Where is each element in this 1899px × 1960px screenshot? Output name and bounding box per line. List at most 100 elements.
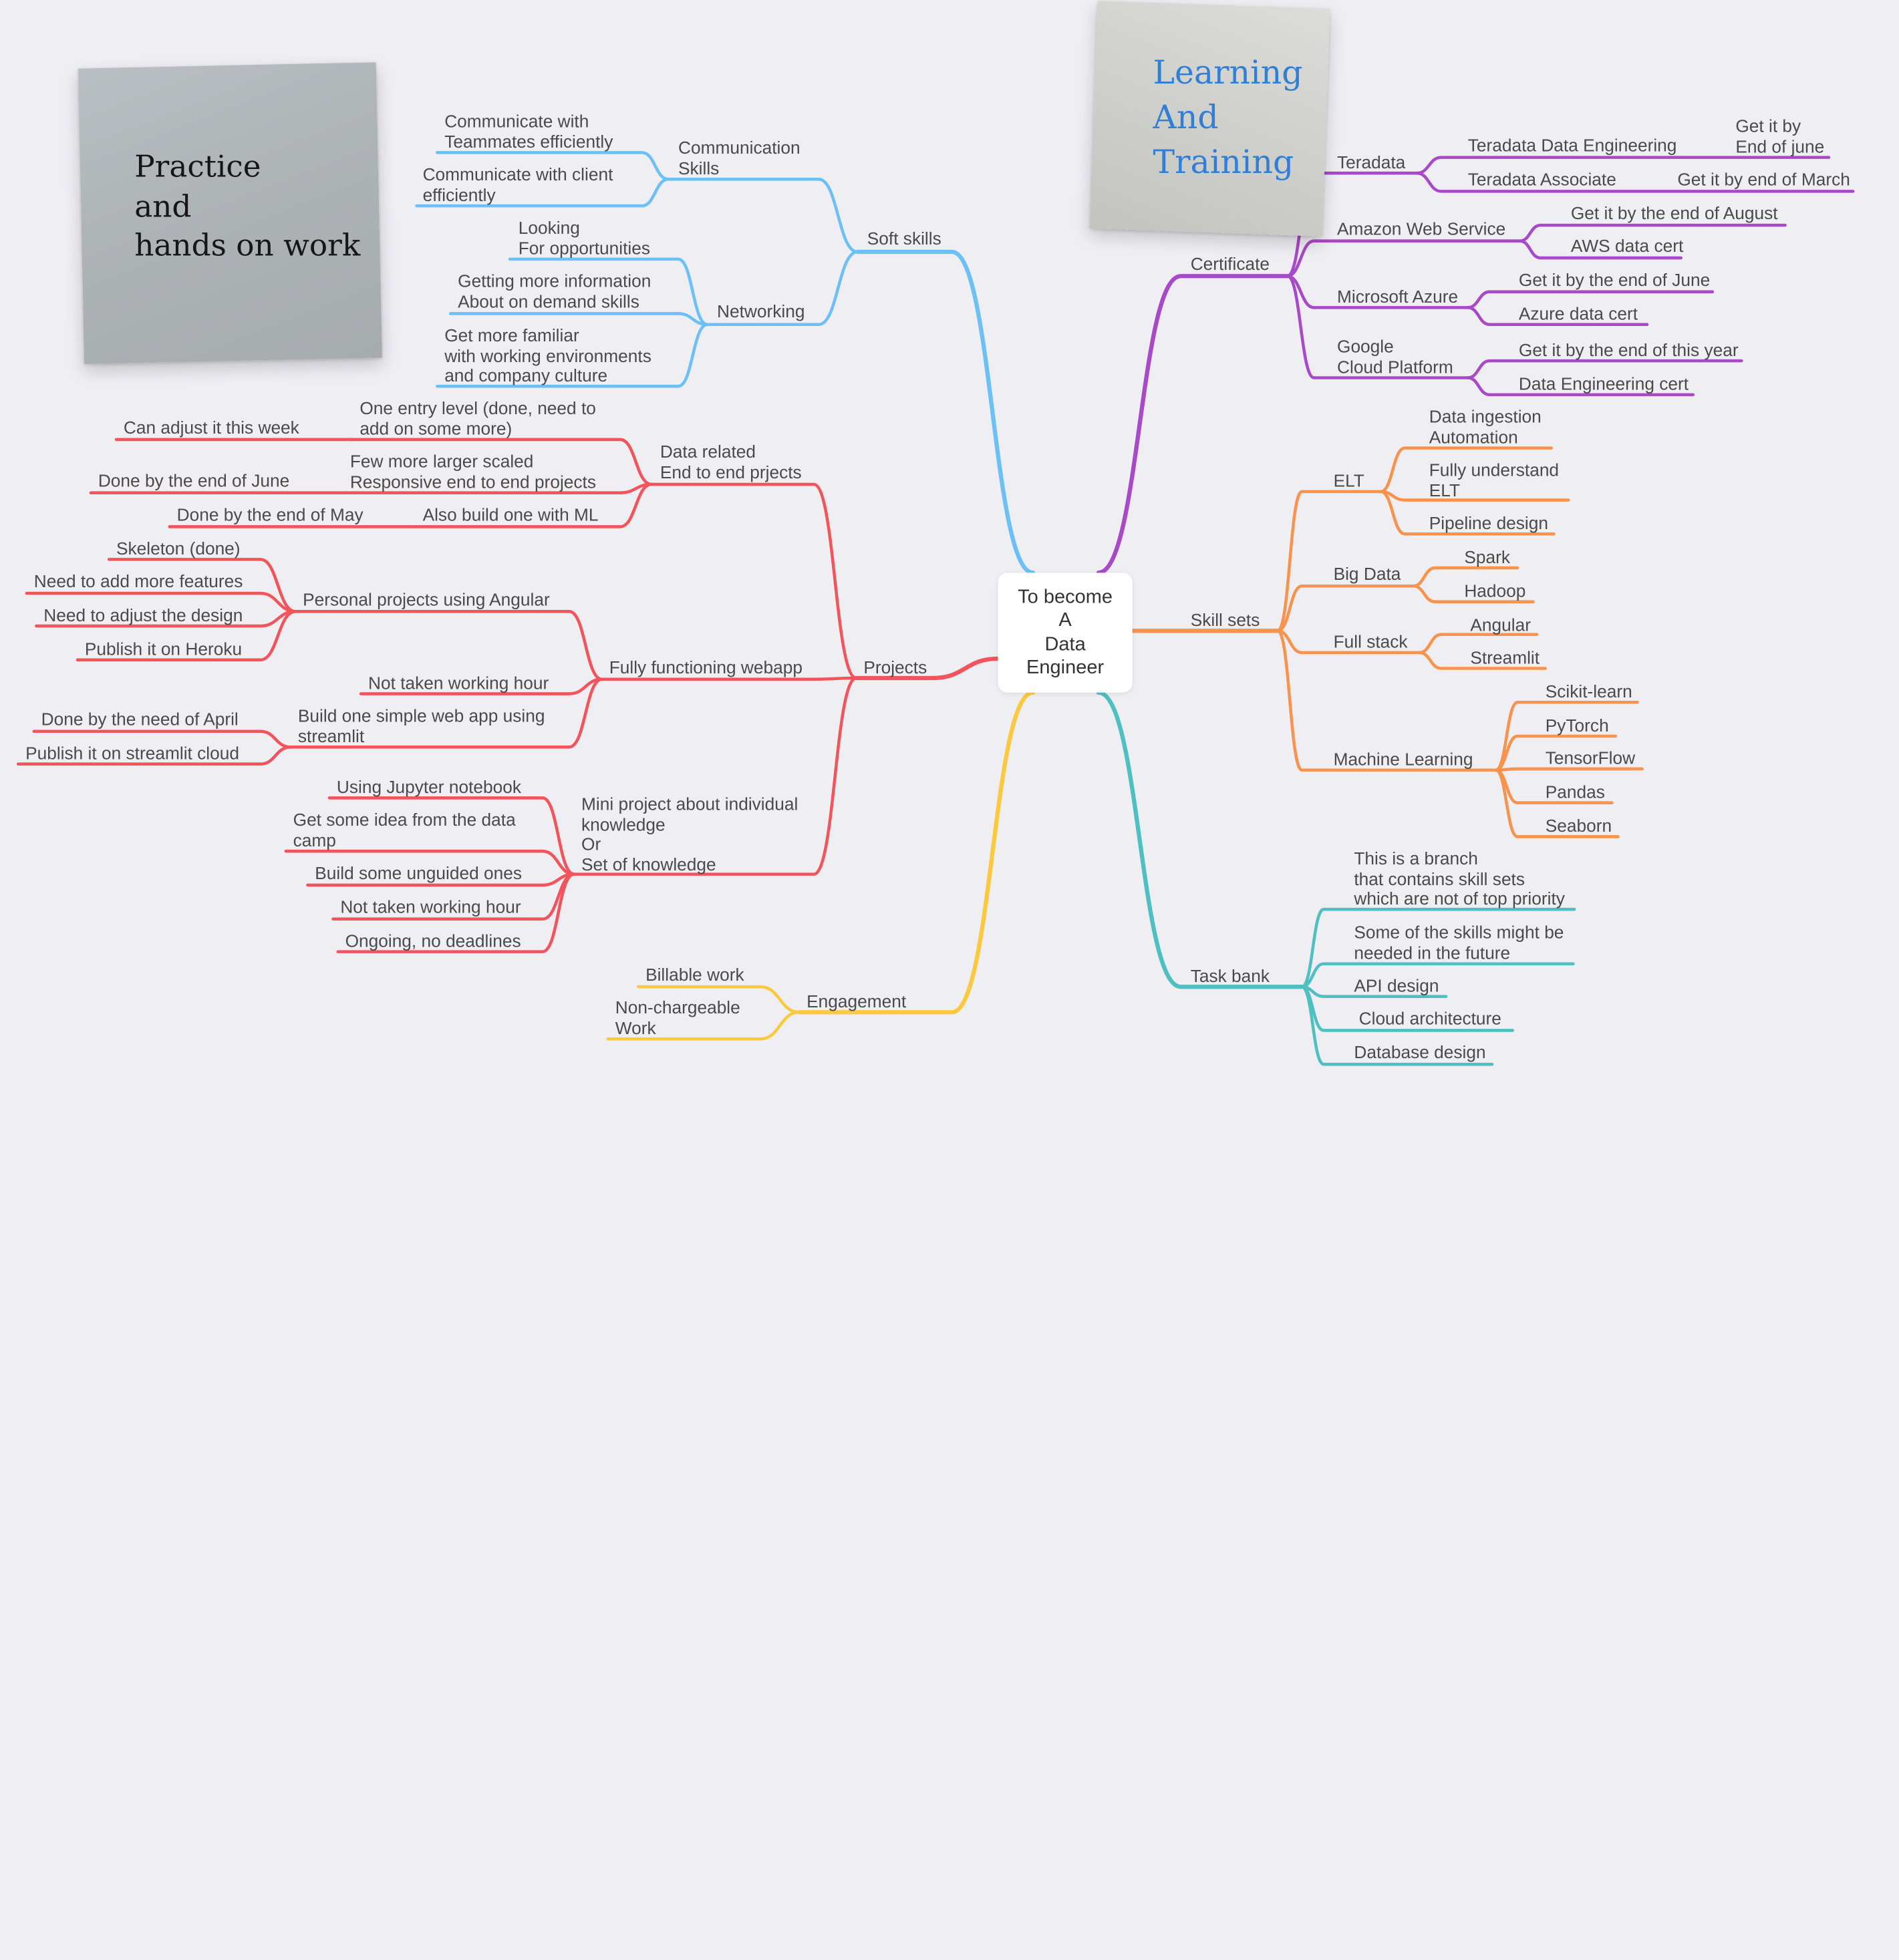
node-using-jupyter[interactable]: Using Jupyter notebook — [336, 778, 521, 798]
connector-25 — [16, 746, 293, 766]
connector-66 — [1096, 690, 1304, 989]
node-get-it-by-end-of-march[interactable]: Get it by end of March — [1677, 170, 1850, 190]
node-gcp-end-of-year[interactable]: Get it by the end of this year — [1518, 341, 1739, 361]
node-branch-not-top-priority[interactable]: This is a branch that contains skill set… — [1354, 850, 1565, 910]
connector-34 — [606, 1010, 801, 1041]
node-publish-streamlit-cloud[interactable]: Publish it on streamlit cloud — [25, 744, 239, 764]
root-node[interactable]: To become A Data Engineer — [998, 573, 1133, 693]
node-personal-projects-angular[interactable]: Personal projects using Angular — [303, 591, 550, 611]
node-mini-project[interactable]: Mini project about individual knowledge … — [581, 795, 798, 875]
connector-33 — [636, 985, 801, 1014]
connector-56 — [1411, 584, 1535, 604]
connector-0 — [855, 249, 1036, 575]
node-streamlit[interactable]: Streamlit — [1470, 649, 1540, 669]
connector-59 — [1417, 651, 1548, 670]
connector-5 — [508, 257, 709, 327]
connector-39 — [1415, 171, 1855, 193]
node-build-one-ml[interactable]: Also build one with ML — [422, 506, 599, 526]
node-data-ingestion[interactable]: Data ingestion Automation — [1429, 407, 1542, 448]
node-big-data[interactable]: Big Data — [1333, 565, 1401, 585]
node-tensorflow[interactable]: TensorFlow — [1545, 749, 1636, 769]
connector-7 — [436, 323, 709, 388]
node-angular[interactable]: Angular — [1470, 616, 1531, 636]
node-cloud-architecture[interactable]: Cloud architecture — [1358, 1009, 1501, 1029]
node-unguided-ones[interactable]: Build some unguided ones — [315, 864, 523, 884]
node-soft-skills[interactable]: Soft skills — [867, 230, 941, 250]
node-skeleton-done[interactable]: Skeleton (done) — [116, 540, 241, 560]
node-fully-understand-elt[interactable]: Fully understand ELT — [1429, 461, 1560, 501]
node-aws-end-of-august[interactable]: Get it by the end of August — [1570, 204, 1778, 224]
node-task-bank[interactable]: Task bank — [1190, 967, 1270, 987]
connector-46 — [1286, 274, 1470, 379]
node-done-need-april[interactable]: Done by the need of April — [41, 710, 239, 730]
connector-17 — [293, 610, 604, 681]
node-aws-data-cert[interactable]: AWS data cert — [1570, 237, 1684, 257]
node-add-more-features[interactable]: Need to add more features — [33, 573, 243, 593]
node-api-design[interactable]: API design — [1354, 977, 1439, 997]
node-can-adjust-this-week[interactable]: Can adjust it this week — [123, 419, 299, 439]
node-skill-sets[interactable]: Skill sets — [1190, 611, 1260, 631]
node-looking-opportunities[interactable]: Looking For opportunities — [518, 219, 650, 259]
connector-53 — [1378, 490, 1556, 536]
connector-67 — [1300, 907, 1576, 989]
node-fully-functioning-webapp[interactable]: Fully functioning webapp — [609, 659, 802, 678]
node-not-taken-working-hour-webapp[interactable]: Not taken working hour — [368, 674, 549, 694]
node-get-it-by-end-of-june-teradata[interactable]: Get it by End of june — [1735, 117, 1825, 157]
node-data-camp[interactable]: Get some idea from the data camp — [293, 811, 516, 851]
node-azure-data-cert[interactable]: Azure data cert — [1518, 305, 1638, 325]
node-done-end-june[interactable]: Done by the end of June — [98, 472, 290, 492]
node-billable-work[interactable]: Billable work — [645, 966, 744, 986]
node-networking[interactable]: Networking — [717, 303, 805, 323]
mind-map-links — [16, 151, 1855, 1066]
connector-1 — [667, 177, 859, 254]
node-spark[interactable]: Spark — [1464, 548, 1510, 568]
node-ongoing-no-deadlines[interactable]: Ongoing, no deadlines — [345, 932, 521, 952]
node-skills-needed-future[interactable]: Some of the skills might be needed in th… — [1354, 923, 1564, 963]
node-machine-learning[interactable]: Machine Learning — [1333, 750, 1473, 770]
node-adjust-design[interactable]: Need to adjust the design — [43, 607, 243, 627]
connector-57 — [1276, 629, 1421, 655]
node-seaborn[interactable]: Seaborn — [1545, 817, 1612, 837]
node-simple-web-app-streamlit[interactable]: Build one simple web app using streamlit — [297, 707, 545, 747]
connector-8 — [854, 656, 1000, 681]
connector-32 — [797, 690, 1036, 1015]
node-microsoft-azure[interactable]: Microsoft Azure — [1337, 288, 1459, 308]
node-teradata-associate[interactable]: Teradata Associate — [1467, 170, 1616, 190]
node-communicate-teammates[interactable]: Communicate with Teammates efficiently — [444, 112, 613, 152]
node-pipeline-design[interactable]: Pipeline design — [1429, 514, 1549, 534]
node-getting-more-information[interactable]: Getting more information About on demand… — [458, 272, 651, 312]
node-not-taken-working-hour-mini[interactable]: Not taken working hour — [340, 898, 521, 918]
node-get-more-familiar[interactable]: Get more familiar with working environme… — [444, 327, 651, 387]
node-non-chargeable-work[interactable]: Non-chargeable Work — [615, 999, 740, 1039]
node-few-more-larger[interactable]: Few more larger scaled Responsive end to… — [349, 452, 597, 492]
node-amazon-web-service[interactable]: Amazon Web Service — [1337, 220, 1506, 240]
connector-51 — [1378, 446, 1554, 494]
node-projects[interactable]: Projects — [863, 659, 927, 678]
node-communication-skills[interactable]: Communication Skills — [678, 139, 800, 179]
connector-35 — [1096, 274, 1290, 575]
node-hadoop[interactable]: Hadoop — [1464, 582, 1526, 602]
node-publish-heroku[interactable]: Publish it on Heroku — [84, 640, 243, 660]
node-data-related[interactable]: Data related End to end prjects — [660, 443, 802, 483]
node-azure-end-of-june[interactable]: Get it by the end of June — [1518, 271, 1711, 291]
node-elt[interactable]: ELT — [1333, 472, 1364, 492]
node-pandas[interactable]: Pandas — [1545, 783, 1605, 803]
connector-21 — [76, 610, 297, 662]
node-database-design[interactable]: Database design — [1354, 1043, 1486, 1064]
connector-3 — [415, 177, 670, 208]
node-done-end-may[interactable]: Done by the end of May — [176, 506, 363, 526]
node-communicate-client[interactable]: Communicate with client efficiently — [422, 166, 613, 206]
node-scikit-learn[interactable]: Scikit-learn — [1545, 683, 1632, 703]
node-certificate[interactable]: Certificate — [1190, 255, 1270, 275]
node-engagement[interactable]: Engagement — [807, 993, 907, 1013]
node-teradata[interactable]: Teradata — [1337, 154, 1406, 174]
node-one-entry-level[interactable]: One entry level (done, need to add on so… — [359, 399, 596, 440]
connector-71 — [1300, 985, 1494, 1066]
node-gcp-data-engineering-cert[interactable]: Data Engineering cert — [1518, 375, 1689, 395]
node-teradata-data-engineering[interactable]: Teradata Data Engineering — [1467, 136, 1677, 156]
node-full-stack[interactable]: Full stack — [1333, 633, 1408, 653]
node-pytorch[interactable]: PyTorch — [1545, 717, 1609, 736]
connector-40 — [1286, 239, 1521, 278]
node-google-cloud-platform[interactable]: Google Cloud Platform — [1337, 337, 1453, 377]
